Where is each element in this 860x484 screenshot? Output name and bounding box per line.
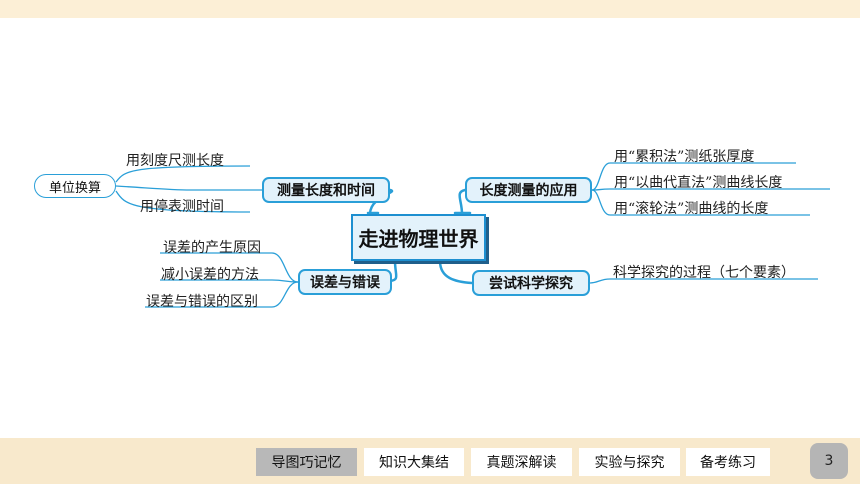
branch-science-inquiry: 尝试科学探究	[472, 270, 590, 296]
top-bar	[0, 0, 860, 18]
sub-node-unit-conversion: 单位换算	[34, 174, 116, 198]
leaf-error-cause: 误差的产生原因	[163, 240, 261, 256]
leaf-curve-straight-method: 用“以曲代直法”测曲线长度	[614, 175, 783, 191]
tab-exam-practice[interactable]: 备考练习	[686, 448, 770, 476]
leaf-stopwatch-time: 用停表测时间	[140, 199, 224, 215]
branch-length-application: 长度测量的应用	[465, 177, 592, 203]
leaf-inquiry-process: 科学探究的过程（七个要素）	[613, 265, 795, 281]
connector-center-right-bottom	[438, 259, 474, 285]
mindmap-center-node: 走进物理世界	[351, 214, 486, 261]
branch-measure-length-time: 测量长度和时间	[262, 177, 390, 203]
branch-error-mistake: 误差与错误	[298, 269, 392, 295]
leaf-accumulation-method: 用“累积法”测纸张厚度	[614, 149, 755, 165]
leaf-roller-method: 用“滚轮法”测曲线的长度	[614, 201, 769, 217]
leaf-reduce-error: 减小误差的方法	[161, 267, 259, 283]
tab-experiment-inquiry[interactable]: 实验与探究	[579, 448, 680, 476]
leaf-ruler-length: 用刻度尺测长度	[126, 153, 224, 169]
tab-mindmap-memory[interactable]: 导图巧记忆	[256, 448, 357, 476]
tab-knowledge-summary[interactable]: 知识大集结	[364, 448, 464, 476]
leaf-error-vs-mistake: 误差与错误的区别	[146, 294, 258, 310]
connector-center-right-top	[458, 188, 467, 216]
page-number: 3	[810, 443, 848, 479]
connector-center-left-bottom	[388, 259, 398, 283]
tab-exam-analysis[interactable]: 真题深解读	[471, 448, 572, 476]
